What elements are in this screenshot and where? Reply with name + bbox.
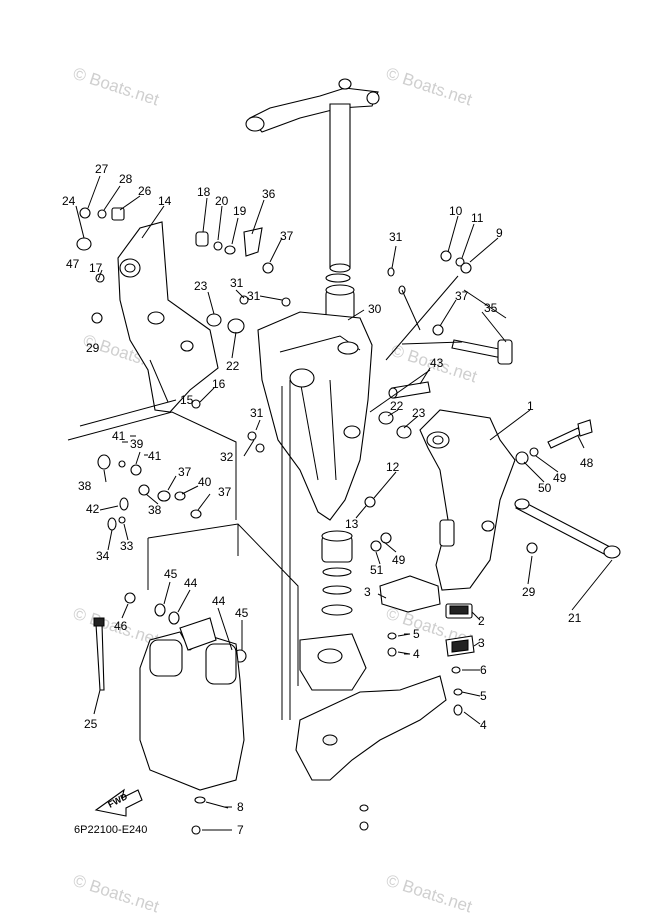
callout-51: 51 (370, 563, 384, 577)
callout-31: 31 (247, 289, 261, 303)
callouts: 27 28 26 24 14 18 20 19 36 37 47 17 29 2… (62, 162, 594, 837)
callout-35: 35 (484, 301, 498, 315)
callout-45: 45 (235, 606, 249, 620)
callout-6: 6 (480, 663, 487, 677)
callout-9: 9 (496, 226, 503, 240)
bolt-48 (547, 419, 593, 449)
left-clamp-bracket (117, 221, 219, 413)
callout-13: 13 (345, 517, 359, 531)
tilt-pin (451, 339, 513, 365)
callout-37: 37 (178, 465, 192, 479)
fwd-arrow-icon: FWD (94, 788, 143, 817)
callout-31: 31 (389, 230, 403, 244)
callout-48: 48 (580, 456, 594, 470)
callout-39: 39 (130, 437, 144, 451)
callout-36: 36 (262, 187, 276, 201)
callout-dashes (130, 435, 410, 831)
callout-3: 3 (364, 585, 371, 599)
callout-14: 14 (158, 194, 172, 208)
callout-5: 5 (413, 627, 420, 641)
callout-32: 32 (220, 450, 234, 464)
callout-38: 38 (78, 479, 92, 493)
callout-46: 46 (114, 619, 128, 633)
callout-37: 37 (218, 485, 232, 499)
callout-38: 38 (148, 503, 162, 517)
callout-22: 22 (226, 359, 240, 373)
watermark: © Boats.net (71, 64, 162, 110)
pin-43 (388, 381, 431, 399)
lower-mount (295, 633, 447, 781)
callout-3: 3 (478, 636, 485, 650)
clamp-bolt (514, 498, 621, 559)
watermark: © Boats.net (71, 871, 162, 913)
callout-40: 40 (198, 475, 212, 489)
watermark: © Boats.net (384, 64, 475, 110)
callout-37: 37 (455, 289, 469, 303)
swivel-bracket (257, 311, 373, 521)
callout-47: 47 (66, 257, 80, 271)
callout-31: 31 (230, 276, 244, 290)
anode-plates (379, 575, 475, 657)
cable-tie (93, 617, 105, 691)
callout-21: 21 (568, 611, 582, 625)
callout-33: 33 (120, 539, 134, 553)
right-clamp-bracket (419, 409, 516, 591)
callout-45: 45 (164, 567, 178, 581)
callout-16: 16 (212, 377, 226, 391)
callout-44: 44 (184, 576, 198, 590)
callout-26: 26 (138, 184, 152, 198)
callout-41: 41 (112, 429, 126, 443)
callout-27: 27 (95, 162, 109, 176)
callout-34: 34 (96, 549, 110, 563)
callout-25: 25 (84, 717, 98, 731)
callout-28: 28 (119, 172, 133, 186)
steering-arm (245, 78, 380, 273)
callout-30: 30 (368, 302, 382, 316)
callout-41: 41 (148, 449, 162, 463)
callout-42: 42 (86, 502, 100, 516)
callout-29: 29 (86, 341, 100, 355)
callout-17: 17 (89, 261, 103, 275)
callout-1: 1 (527, 399, 534, 413)
callout-31: 31 (250, 406, 264, 420)
callout-15: 15 (180, 393, 194, 407)
callout-11: 11 (471, 211, 484, 225)
callout-49: 49 (392, 553, 406, 567)
callout-19: 19 (233, 204, 247, 218)
callout-23: 23 (412, 406, 426, 420)
callout-43: 43 (430, 356, 444, 370)
fasteners (76, 207, 539, 835)
tilt-unit (139, 617, 245, 791)
callout-44: 44 (212, 594, 226, 608)
bushings (321, 273, 355, 616)
callout-50: 50 (538, 481, 552, 495)
callout-29: 29 (522, 585, 536, 599)
callout-20: 20 (215, 194, 229, 208)
callout-8: 8 (237, 800, 244, 814)
callout-4: 4 (413, 647, 420, 661)
callout-4: 4 (480, 718, 487, 732)
callout-18: 18 (197, 185, 211, 199)
diagram-code: 6P22100-E240 (74, 824, 147, 836)
callout-49: 49 (553, 471, 567, 485)
callout-12: 12 (386, 460, 400, 474)
callout-10: 10 (449, 204, 463, 218)
callout-24: 24 (62, 194, 76, 208)
callout-37: 37 (280, 229, 294, 243)
callout-23: 23 (194, 279, 208, 293)
callout-22: 22 (390, 399, 404, 413)
watermark: © Boats.net (384, 871, 475, 913)
leader-frames (67, 275, 507, 720)
callout-7: 7 (237, 823, 244, 837)
callout-leaders (75, 175, 613, 831)
callout-5: 5 (480, 689, 487, 703)
callout-2: 2 (478, 614, 485, 628)
